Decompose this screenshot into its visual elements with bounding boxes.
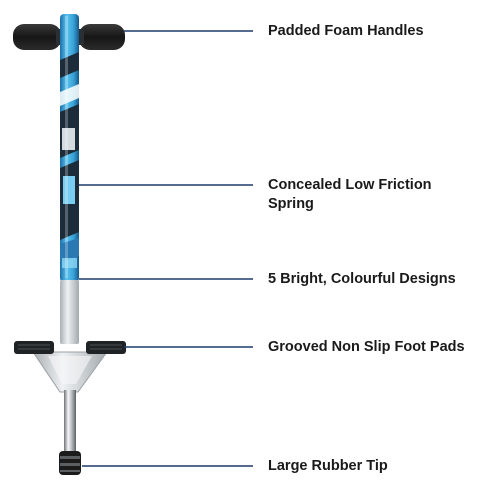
chrome-lower-rod bbox=[64, 390, 76, 452]
shaft-gray-housing bbox=[60, 280, 79, 344]
callout-spring-line-2: Spring bbox=[268, 196, 314, 212]
shaft-camo-patch bbox=[60, 52, 79, 78]
right-foot-pad bbox=[86, 341, 126, 354]
shaft-camo-patch bbox=[60, 238, 79, 262]
pogo-shaft bbox=[60, 14, 79, 282]
handlebar-right-grip bbox=[79, 24, 125, 50]
callout-tip: Large Rubber Tip bbox=[268, 458, 388, 474]
shaft-highlight bbox=[65, 16, 68, 278]
shaft-camo-patch bbox=[63, 176, 75, 204]
leader-lines bbox=[79, 30, 253, 467]
shaft-camo-patch bbox=[60, 84, 79, 106]
shaft-camo-patch bbox=[62, 258, 77, 268]
left-foot-pad bbox=[14, 341, 54, 354]
callout-designs: 5 Bright, Colourful Designs bbox=[268, 271, 456, 287]
foot-peg-frame bbox=[14, 341, 126, 393]
callout-spring-line-1: Concealed Low Friction bbox=[268, 177, 432, 193]
rubber-tip bbox=[59, 451, 81, 475]
foot-peg-bracket-shadow bbox=[48, 356, 92, 384]
handlebar-left-grip bbox=[13, 24, 61, 50]
callout-handles: Padded Foam Handles bbox=[268, 23, 424, 39]
callout-spring: Concealed Low Friction Spring bbox=[268, 176, 432, 214]
callout-footpads: Grooved Non Slip Foot Pads bbox=[268, 339, 465, 355]
shaft-camo-patch bbox=[62, 128, 75, 150]
